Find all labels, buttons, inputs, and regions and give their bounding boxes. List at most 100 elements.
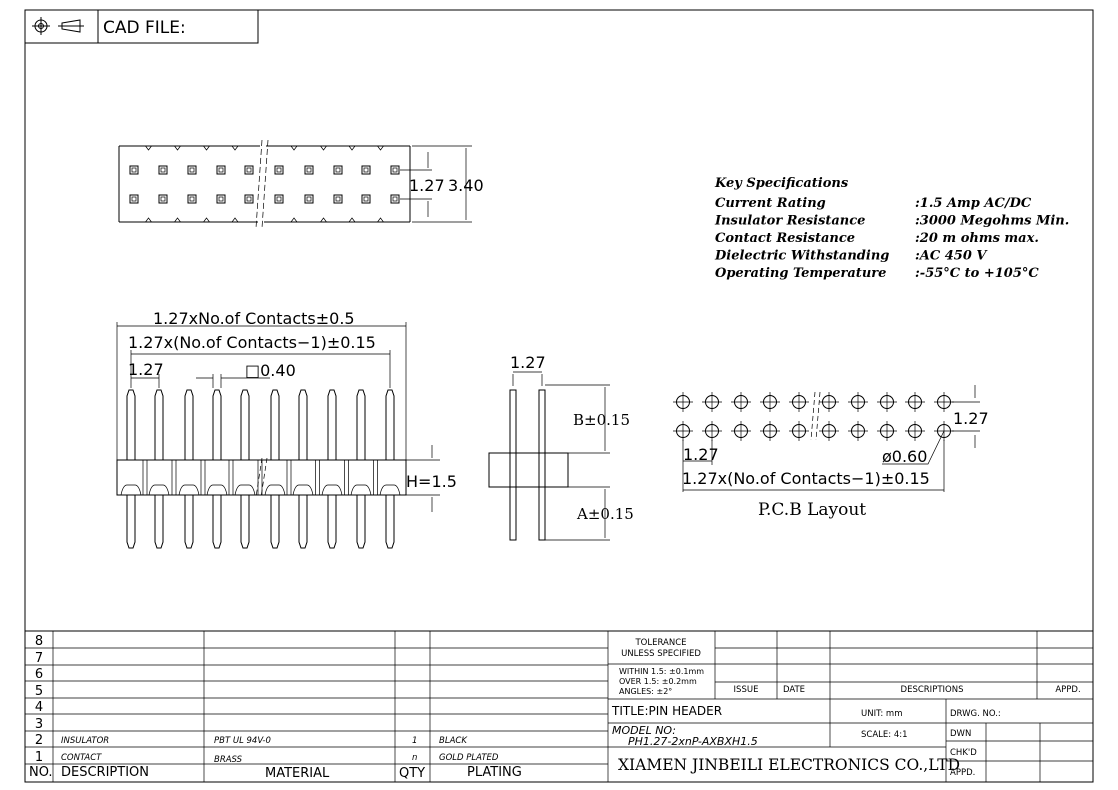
top-pitch-dim: 1.27 (409, 176, 445, 195)
notch (231, 217, 239, 223)
insulator-groove (315, 460, 320, 495)
side-pitch-dim: 1.27 (510, 353, 546, 372)
contact-pad (244, 165, 254, 175)
hole-diameter-dim: ø0.60 (882, 447, 927, 466)
approved-by-label: APPD. (950, 768, 975, 778)
contact-pad (390, 194, 400, 204)
bom-material: PBT UL 94V-0 (214, 736, 271, 746)
bom-qty: 1 (412, 736, 417, 746)
spec-row: Insulator Resistance:3000 Megohms Min. (714, 214, 1069, 229)
notch (377, 217, 384, 223)
bom-header-no: NO. (29, 765, 53, 780)
contact-pad (129, 165, 139, 175)
notch (145, 217, 152, 223)
cad-file-header: CAD FILE: (25, 10, 259, 44)
key-specs-title: Key Specifications (714, 176, 849, 191)
pcb-hole (934, 392, 954, 412)
contact-pad (333, 165, 343, 175)
spec-label: Insulator Resistance (714, 214, 865, 229)
pcb-hole (789, 392, 809, 412)
bom-plating: GOLD PLATED (439, 753, 499, 763)
pin (148, 389, 170, 549)
spec-value: :AC 450 V (915, 249, 988, 264)
spec-label: Contact Resistance (715, 231, 855, 246)
bom-row: 8 (35, 634, 43, 649)
contact-pad (304, 165, 314, 175)
insulator-groove (286, 460, 292, 495)
descriptions-header: DESCRIPTIONS (901, 685, 964, 695)
pcb-hole (848, 421, 868, 441)
drawing-title: TITLE:PIN HEADER (611, 704, 722, 718)
notch (290, 217, 298, 223)
insulator-groove (373, 460, 378, 495)
bom-header-plating: PLATING (467, 765, 522, 780)
contact-pad (216, 194, 226, 204)
contact-pad (333, 194, 343, 204)
contact-pad (187, 165, 197, 175)
unless-specified-label: UNLESS SPECIFIED (621, 649, 701, 659)
side-view: 1.27 B±0.15 A±0.15 (488, 353, 634, 541)
contact-pad (187, 194, 197, 204)
pcb-hole (673, 421, 693, 441)
insulator-groove (171, 460, 177, 495)
insulator-groove (257, 460, 263, 495)
target-symbol-icon (32, 17, 50, 35)
b-dimension: B±0.15 (573, 411, 630, 429)
tolerance-within: WITHIN 1.5: ±0.1mm (619, 667, 704, 676)
insulator-groove (142, 460, 148, 495)
spec-row: Contact Resistance :20 m ohms max. (715, 231, 1039, 246)
spec-label: Dielectric Withstanding (714, 249, 889, 264)
notch (203, 145, 210, 151)
pcb-row-pitch-dim: 1.27 (953, 409, 989, 428)
spec-value: :20 m ohms max. (915, 231, 1039, 246)
model-number: PH1.27-2xnP-AXBXH1.5 (628, 735, 758, 748)
notch (348, 145, 356, 151)
tolerance-label: TOLERANCE (634, 638, 686, 648)
pcb-hole (905, 392, 925, 412)
drawn-by-label: DWN (950, 729, 971, 739)
pcb-hole (702, 421, 722, 441)
spec-row: Operating Temperature:-55°C to +105°C (715, 266, 1039, 281)
cad-file-label: CAD FILE: (103, 18, 186, 38)
insulator-groove (344, 460, 349, 495)
pin (120, 389, 142, 549)
contact-pad (274, 165, 284, 175)
spec-row: Dielectric Withstanding :AC 450 V (714, 249, 988, 264)
pcb-hole (819, 421, 839, 441)
bom-header-material: MATERIAL (265, 766, 330, 781)
pcb-hole (789, 421, 809, 441)
model-label: MODEL NO: (612, 724, 676, 737)
bom-description: CONTACT (61, 753, 102, 763)
issue-header: ISSUE (734, 685, 759, 695)
front-view: 1.27xNo.of Contacts±0.5 1.27x(No.of Cont… (116, 309, 457, 549)
pcb-hole (760, 421, 780, 441)
pcb-layout: 1.27 ø0.60 1.27 1.27x(No.of Contacts−1)±… (673, 385, 989, 520)
spec-label: Operating Temperature (715, 266, 886, 281)
pcb-pitch-dim: 1.27 (683, 445, 719, 464)
pin (206, 389, 228, 549)
contact-pad (158, 194, 168, 204)
scale-label: SCALE: 4:1 (861, 730, 908, 740)
bom-no: 3 (35, 717, 43, 732)
break-line (255, 457, 268, 498)
contact-pad (304, 194, 314, 204)
contact-pad (129, 194, 139, 204)
bom-description: INSULATOR (61, 736, 109, 746)
notch (377, 145, 384, 151)
pin-size-dim: □0.40 (245, 361, 296, 380)
bom-no: 6 (35, 667, 43, 682)
pcb-hole (702, 392, 722, 412)
overall-length-dim: 1.27xNo.of Contacts±0.5 (153, 309, 355, 328)
pin (321, 389, 343, 549)
bom-no: 5 (35, 684, 43, 699)
contact-pad (274, 194, 284, 204)
contact-pad (216, 165, 226, 175)
notch (348, 217, 356, 223)
projection-symbol-icon (58, 19, 84, 33)
notch (203, 217, 210, 223)
pin-pitch-dim: 1.27 (128, 360, 164, 379)
drawing-number-label: DRWG. NO.: (950, 709, 1001, 719)
